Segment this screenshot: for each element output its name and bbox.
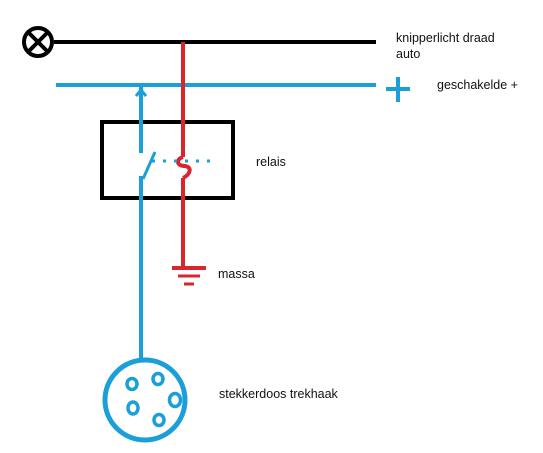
- socket-icon: [102, 357, 188, 443]
- relay-coil-wire: [176, 42, 192, 266]
- massa-label: massa: [218, 267, 255, 281]
- stekkerdoos-label: stekkerdoos trekhaak: [219, 387, 338, 401]
- knipperlicht-label-line1: knipperlicht draad: [396, 31, 495, 45]
- ground-symbol-icon: [172, 266, 206, 286]
- knipperlicht-label-line2: auto: [396, 47, 421, 61]
- knipperlicht-label: knipperlicht draad auto: [396, 30, 495, 62]
- geschakelde-plus-label: geschakelde +: [437, 78, 518, 92]
- plus-symbol-icon: [386, 77, 410, 102]
- socket-wire: [134, 85, 148, 358]
- lamp-symbol-icon: [22, 26, 54, 58]
- relais-label: relais: [256, 155, 286, 169]
- relay-box: [100, 120, 235, 200]
- relay-switch-icon: [141, 151, 218, 180]
